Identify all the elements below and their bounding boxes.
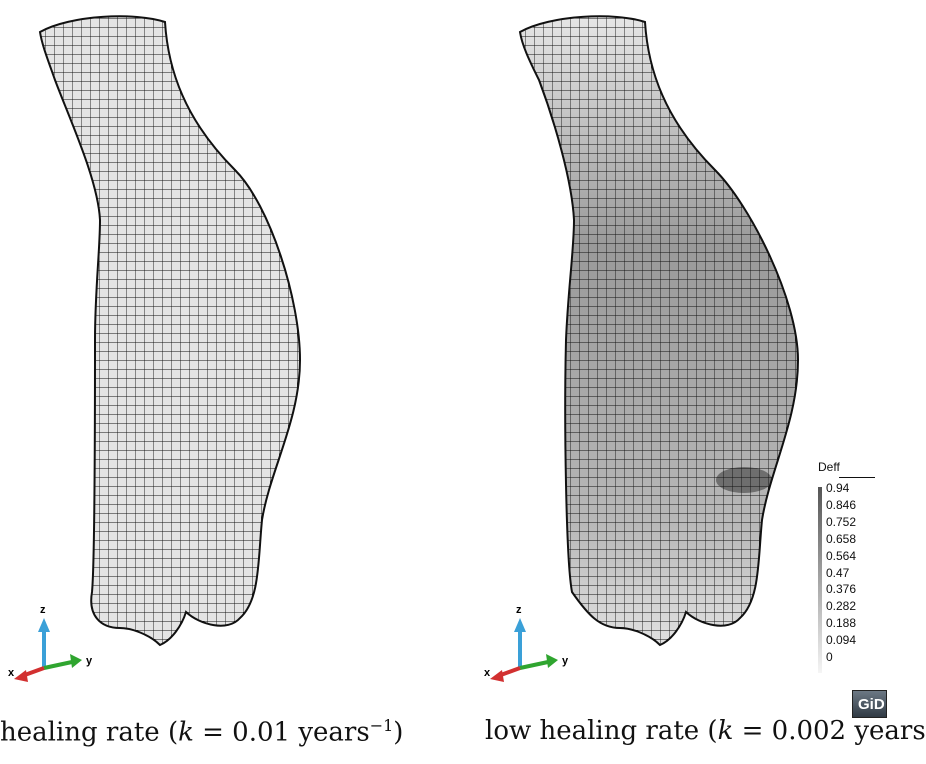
left-mesh-view: z y x — [8, 15, 302, 682]
axis-label-y: y — [562, 655, 569, 667]
legend-tick-label: 0.376 — [826, 582, 857, 597]
gid-logo: GiD — [852, 690, 887, 718]
caption-right: low healing rate (k = 0.002 years — [485, 716, 926, 746]
caption-left-suffix: ) — [393, 717, 404, 748]
caption-left-formula: k — [178, 717, 194, 748]
legend-tick-label: 0.94 — [826, 481, 850, 495]
caption-right-formula: k — [717, 716, 734, 746]
legend-title: Deff — [818, 460, 840, 474]
legend-tick-label: 0.658 — [826, 531, 857, 546]
legend-colorbar — [818, 487, 822, 673]
axis-triad-left: z y x — [8, 604, 93, 682]
axis-label-z: z — [40, 604, 46, 616]
legend-tick-label: 0.752 — [826, 514, 857, 529]
colorbar-legend: Deff 0.94 0.846 0.752 0.658 0.564 0.47 0.376 0.… — [818, 460, 887, 673]
legend-tick-label: 0.846 — [826, 497, 857, 512]
legend-tick-label: 0.094 — [826, 633, 857, 648]
caption-left-exp: −1 — [369, 716, 394, 735]
axis-triad-right: z y x — [484, 604, 569, 682]
axis-label-y: y — [86, 655, 93, 667]
caption-left: healing rate (k = 0.01 years−1) — [0, 716, 403, 748]
caption-left-prefix: healing rate ( — [0, 717, 179, 748]
legend-tick-label: 0 — [826, 650, 833, 664]
axis-label-z: z — [516, 604, 522, 616]
legend-tick-label: 0.47 — [826, 565, 850, 580]
caption-right-prefix: low healing rate ( — [485, 716, 718, 746]
axis-label-x: x — [8, 667, 15, 679]
panel-right-mesh: z y x — [444, 0, 887, 700]
axis-label-x: x — [484, 667, 491, 679]
legend-tick-label: 0.188 — [826, 616, 857, 631]
legend-title-underline — [839, 477, 875, 478]
figure: z y x — [0, 0, 926, 748]
caption-left-eq: = 0.01 years — [193, 717, 370, 748]
right-mesh-view: z y x — [484, 15, 800, 682]
caption-right-eq: = 0.002 years — [733, 716, 926, 746]
legend-tick-label: 0.282 — [826, 599, 857, 614]
panel-left-mesh: z y x — [0, 0, 443, 700]
legend-tick-label: 0.564 — [826, 548, 857, 563]
